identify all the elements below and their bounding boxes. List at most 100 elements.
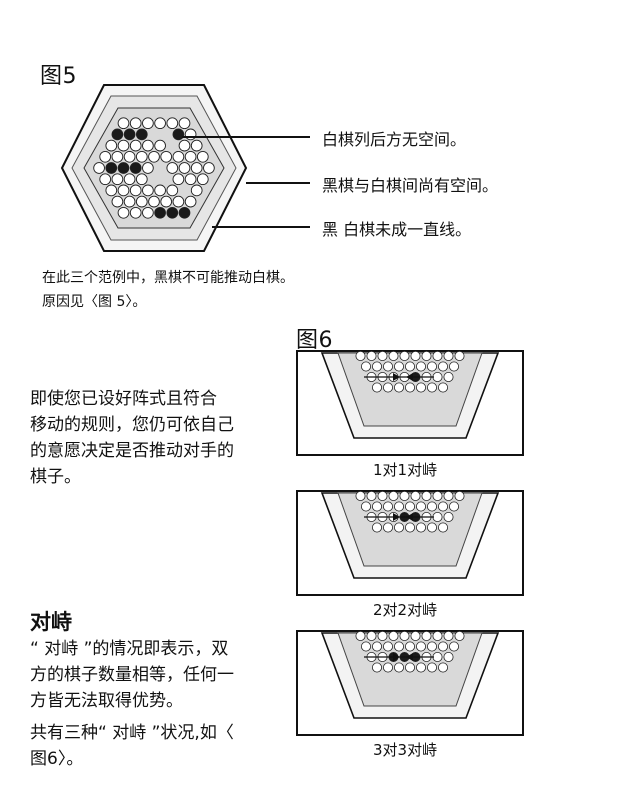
white-marble [129, 117, 142, 130]
arrow-icon [406, 653, 413, 661]
white-marble [105, 139, 118, 152]
white-marble [432, 631, 443, 641]
white-marble [448, 641, 459, 652]
white-marble [117, 117, 130, 130]
white-marble [405, 361, 416, 372]
fig5-note: 在此三个范例中，黑棋不可能推动白棋。 原因见〈图 5〉。 [42, 266, 294, 314]
white-marble [437, 662, 448, 673]
white-marble [432, 511, 443, 522]
paragraph-1-line-3: 的意愿决定是否推动对手的 [30, 441, 234, 461]
white-marble [135, 173, 148, 186]
white-marble [366, 491, 377, 501]
fig6-title: 图6 [296, 328, 333, 353]
white-marble [426, 501, 437, 512]
paragraph-3-line-2: 图6〉。 [30, 749, 84, 769]
white-marble [190, 184, 203, 197]
paragraph-3-line-1: 共有三种“ 对峙 ”状况,如〈 [30, 723, 234, 743]
white-marble [154, 139, 166, 152]
white-marble [416, 382, 427, 393]
white-marble [129, 184, 142, 197]
white-marble [426, 522, 437, 533]
white-marble [105, 184, 118, 197]
white-marble [184, 150, 197, 163]
white-marble [448, 361, 459, 372]
fig5-note-line-1: 在此三个范例中，黑棋不可能推动白棋。 [42, 270, 294, 286]
panel-1-board [320, 351, 500, 439]
fig6-caption-1: 1对1对峙 [373, 461, 438, 479]
white-marble [416, 522, 427, 533]
paragraph-1-line-4: 棋子。 [30, 467, 81, 487]
white-marble [443, 631, 454, 641]
white-marble [388, 491, 399, 501]
white-marble [166, 184, 179, 197]
fig5-callout-1: 白棋列后方无空间。 [322, 130, 467, 149]
black-marble [178, 206, 191, 219]
black-marble [111, 128, 124, 141]
white-marble [111, 173, 124, 186]
white-marble [148, 195, 160, 208]
white-marble [443, 351, 454, 361]
fig6-panel-3 [296, 630, 524, 736]
white-marble [377, 491, 388, 501]
white-marble [117, 206, 130, 219]
white-marble [135, 195, 148, 208]
white-marble [405, 522, 416, 533]
white-marble [154, 184, 166, 197]
white-marble [421, 491, 432, 501]
white-marble [190, 162, 203, 174]
white-marble [111, 150, 124, 163]
white-marble [405, 501, 416, 512]
white-marble [172, 195, 185, 208]
arrow-icon [393, 653, 400, 661]
white-marble [388, 631, 399, 641]
paragraph-2-line-2: 方的棋子数量相等，任何一 [30, 665, 234, 685]
white-marble [405, 641, 416, 652]
arrow-icon [406, 513, 413, 521]
white-marble [416, 662, 427, 673]
white-marble [421, 351, 432, 361]
white-marble [111, 195, 124, 208]
white-marble [383, 361, 394, 372]
black-marble [172, 128, 185, 141]
white-marble [172, 173, 185, 186]
white-marble [410, 351, 421, 361]
white-marble [426, 662, 437, 673]
white-marble [454, 491, 465, 501]
white-marble [432, 651, 443, 662]
white-marble [361, 501, 372, 512]
black-marble [105, 162, 118, 174]
panel-3-board [320, 631, 500, 719]
fig6-panel-1 [296, 350, 524, 456]
paragraph-2-line-1: “ 对峙 ”的情况即表示，双 [30, 639, 229, 659]
white-marble [399, 631, 410, 641]
white-marble [148, 150, 160, 163]
white-marble [421, 631, 432, 641]
white-marble [129, 139, 142, 152]
white-marble [443, 511, 454, 522]
paragraph-3: 共有三种“ 对峙 ”状况,如〈 图6〉。 [30, 720, 234, 772]
white-marble [355, 351, 366, 361]
fig6-caption-3: 3对3对峙 [373, 741, 438, 759]
fig5-title: 图5 [40, 64, 77, 89]
white-marble [129, 206, 142, 219]
white-marble [142, 117, 154, 130]
white-marble [416, 641, 427, 652]
white-marble [166, 117, 179, 130]
white-marble [437, 522, 448, 533]
white-marble [377, 351, 388, 361]
fig5-note-line-2: 原因见〈图 5〉。 [42, 294, 147, 310]
white-marble [142, 184, 154, 197]
white-marble [184, 128, 197, 141]
white-marble [383, 501, 394, 512]
white-marble [203, 162, 215, 174]
white-marble [93, 162, 105, 174]
white-marble [123, 195, 136, 208]
white-marble [443, 371, 454, 382]
white-marble [142, 139, 154, 152]
white-marble [372, 501, 383, 512]
white-marble [372, 382, 383, 393]
white-marble [377, 631, 388, 641]
white-marble [178, 162, 191, 174]
black-marble [154, 206, 166, 219]
white-marble [426, 641, 437, 652]
